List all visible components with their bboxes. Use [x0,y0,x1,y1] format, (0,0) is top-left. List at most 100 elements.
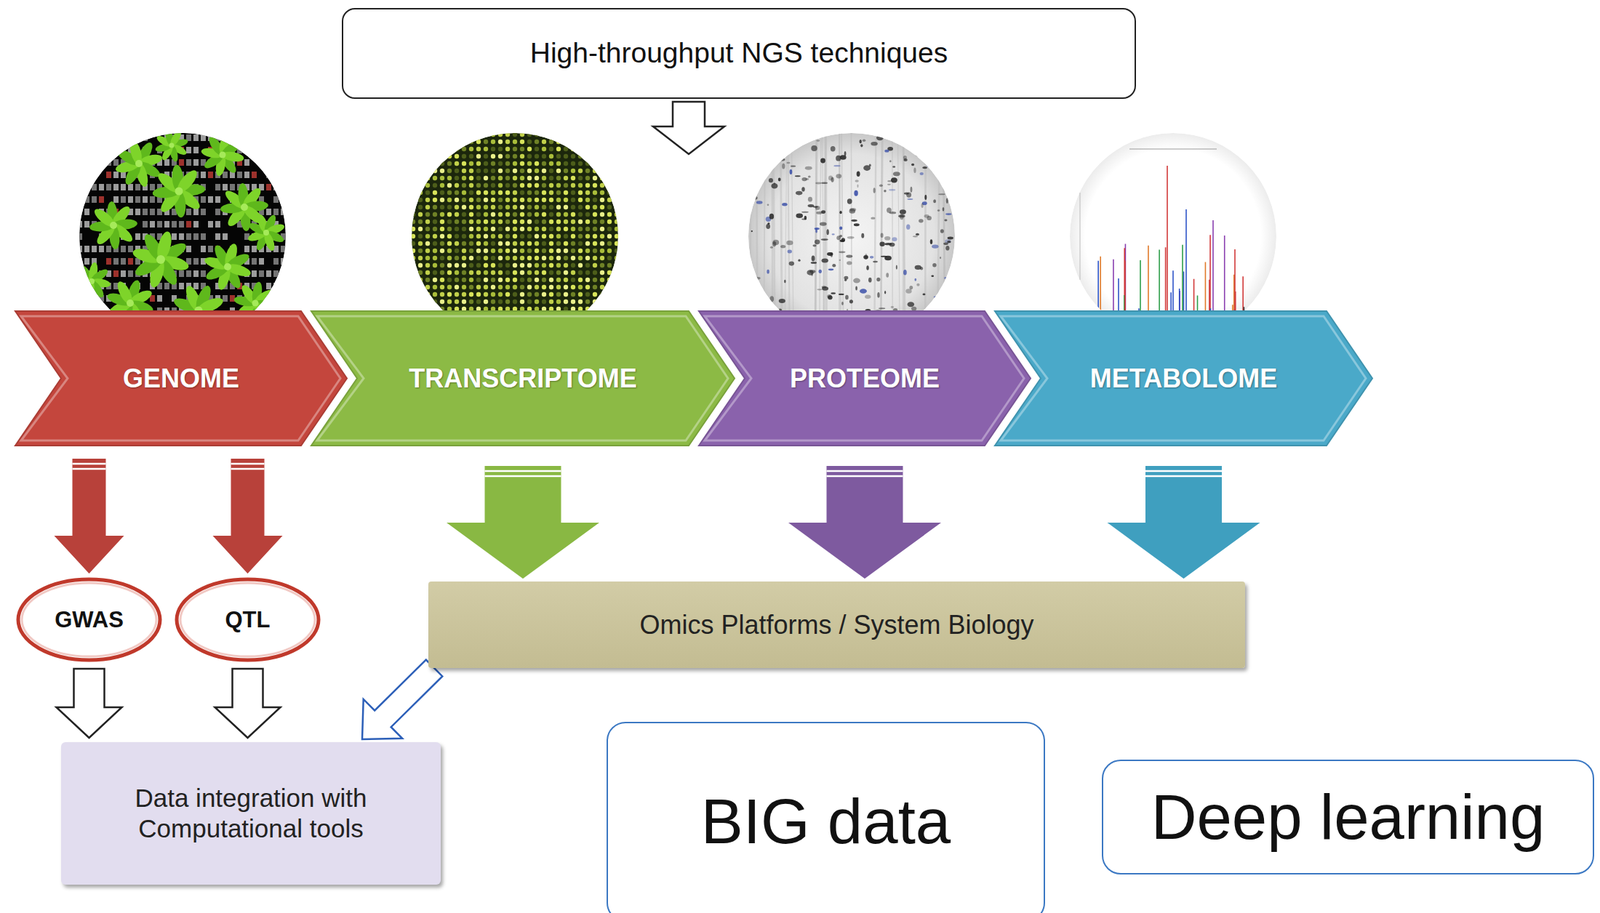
array-spot [447,212,452,217]
array-spot [447,183,452,188]
sequence-glyph [280,208,286,216]
array-spot [432,292,438,297]
sequence-glyph [244,159,250,166]
sequence-glyph [229,295,235,302]
array-spot [527,256,532,261]
sequence-glyph [266,270,272,278]
arrow-stripe [1145,475,1222,478]
node-label: Data integration with Computational tool… [90,783,411,845]
protein-spot [839,226,843,230]
microarray-picture [410,132,619,341]
array-spot [585,212,590,217]
array-spot [432,234,438,239]
array-spot [527,139,532,144]
array-spot [570,176,576,181]
sequence-glyph [193,134,199,142]
protein-spot [899,209,907,214]
array-spot [440,241,445,246]
sequence-glyph [222,295,228,302]
array-spot [556,263,561,268]
chevron-label: TRANSCRIPTOME [408,362,637,395]
protein-spot [853,278,861,284]
array-spot [541,241,547,246]
array-spot [556,183,561,188]
array-spot [520,154,525,159]
array-spot [570,299,576,304]
protein-spot [781,145,788,148]
protein-spot [866,265,869,270]
sequence-glyph [91,171,97,179]
protein-spot [830,292,836,294]
array-spot [410,299,416,304]
array-spot [527,277,532,283]
protein-spot [768,178,774,183]
array-spot [534,277,539,283]
protein-spot [947,237,954,240]
rosette-center [252,300,259,307]
array-spot [614,205,619,210]
array-spot [600,299,605,304]
array-spot [556,168,561,174]
protein-spot [814,227,820,230]
array-spot [432,241,438,246]
protein-spot [814,239,820,245]
array-spot [498,183,503,188]
array-spot [592,183,598,188]
array-spot [498,168,503,174]
protein-spot [916,283,920,287]
sequence-glyph [142,208,148,216]
array-spot [498,146,503,152]
array-spot [541,139,547,144]
array-spot [578,241,583,246]
array-spot [520,263,525,268]
array-spot [454,139,459,144]
protein-spot [839,240,845,243]
array-spot [505,197,510,203]
array-spot [440,292,445,297]
protein-spot [849,208,856,214]
array-spot [512,190,518,195]
array-spot [592,139,598,144]
array-spot [483,205,488,210]
protein-spot [913,167,916,174]
protein-spot [795,213,803,219]
array-spot [418,219,423,224]
array-spot [498,234,503,239]
array-spot [614,299,619,304]
sequence-glyph [164,282,170,290]
array-spot [454,299,459,304]
protein-spot [904,192,910,195]
sequence-glyph [77,221,83,228]
protein-spot [853,190,858,197]
array-spot [592,241,598,246]
protein-spot [906,301,915,307]
array-spot [447,190,452,195]
array-spot [447,139,452,144]
protein-spot [811,256,816,262]
protein-spot [819,221,827,226]
array-spot [527,183,532,188]
protein-spot [838,293,845,296]
array-spot [592,248,598,254]
array-spot [607,146,612,152]
array-spot [600,248,605,254]
array-spot [425,190,430,195]
leaf [73,277,95,296]
array-spot [432,154,438,159]
array-spot [490,139,496,144]
sequence-glyph [178,233,184,240]
array-spot [549,139,554,144]
plant-rosette [246,213,286,252]
array-spot [520,234,525,239]
leaf [84,280,96,302]
array-spot [476,226,481,232]
protein-spot [912,235,918,238]
array-spot [585,299,590,304]
array-spot [607,270,612,275]
array-spot [483,226,488,232]
sequence-glyph [84,245,90,253]
array-spot [592,154,598,159]
sequence-glyph [157,295,163,302]
array-spot [585,146,590,152]
array-spot [600,285,605,290]
